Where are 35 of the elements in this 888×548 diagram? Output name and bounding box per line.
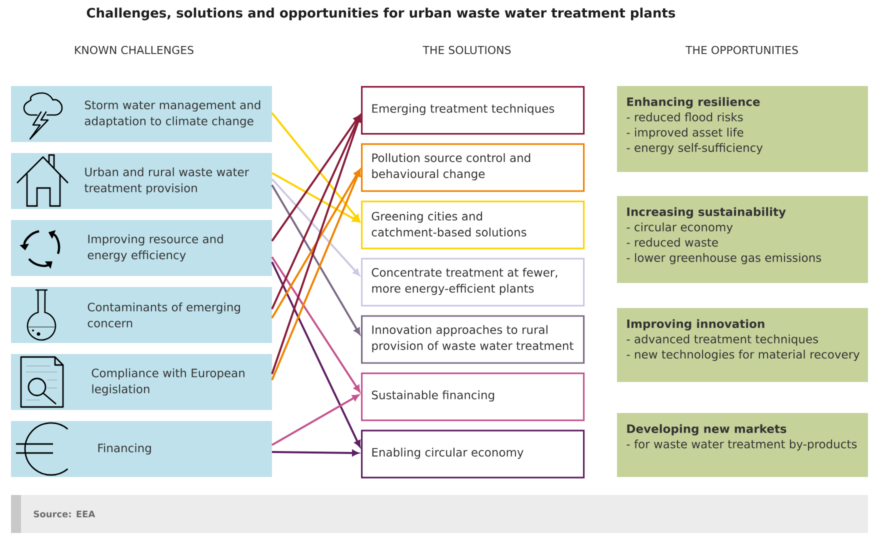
solution-box: Greening cities and catchment-based solutions [361,200,585,250]
column-heading: THE OPPORTUNITIES [685,46,798,54]
arrow [271,115,362,374]
arrow [271,262,361,448]
arrow [272,394,360,446]
arrow [271,169,360,318]
column-heading: KNOWN CHALLENGES [75,46,194,54]
solution-box: Enabling circular economy [361,430,585,478]
opportunity-box: Improving innovation - advanced treatment techniques - new technologies for material recovery [617,308,868,382]
solution-box: Emerging treatment techniques [361,86,585,135]
arrow [272,450,359,456]
arrow [271,112,360,222]
arrow [272,172,360,222]
column-heading: THE SOLUTIONS [422,46,511,54]
source-bar: Source: EEA [11,495,868,533]
arrow [271,256,360,392]
solution-box: Concentrate treatment at fewer, more energy-efficient plants [361,258,585,306]
arrow [271,115,361,310]
challenge-box: Storm water management and adaptation to climate change [11,86,272,142]
title: Challenges, solutions and opportunities for urban waste water treatment plants [86,8,676,20]
challenge-box: Compliance with European legislation [11,354,272,410]
arrow [271,178,360,276]
challenge-box: Improving resource and energy efficiency [11,220,272,276]
opportunity-box: Enhancing resilience - reduced flood risks - improved asset life - energy self-sufficiency [617,86,868,172]
arrow [271,170,361,380]
arrow [271,184,360,335]
challenge-box: Contaminants of emerging concern [11,287,272,343]
solution-box: Pollution source control and behavioural change [361,143,585,192]
solution-box: Innovation approaches to rural provision of waste water treatment [361,315,585,364]
challenge-box: Financing [11,421,272,477]
opportunity-box: Developing new markets - for waste water treatment by-products [617,413,868,477]
arrow [271,115,360,242]
challenge-box: Urban and rural waste water treatment provision [11,153,272,209]
solution-box: Sustainable financing [361,372,585,422]
opportunity-box: Increasing sustainability - circular economy - reduced waste - lower greenhouse gas emissions [617,196,868,283]
